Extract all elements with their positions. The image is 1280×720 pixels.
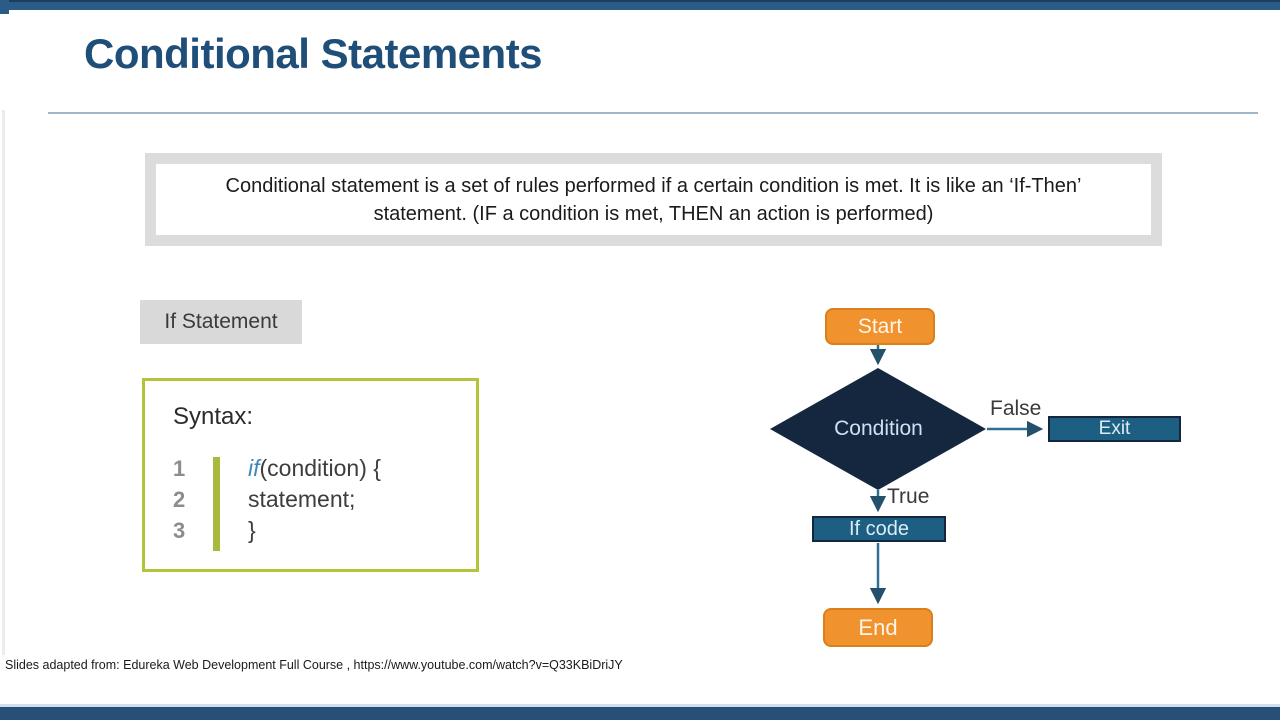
- code-rest: (condition) {: [259, 455, 381, 481]
- bottom-video-bar: [0, 707, 1280, 720]
- code-gutter-bar: [213, 457, 220, 551]
- flowchart-exit-node: Exit: [1048, 416, 1181, 442]
- code-line: 2 statement;: [145, 484, 476, 515]
- code-area: 1 if(condition) { 2 statement; 3 }: [145, 453, 476, 546]
- bottom-bar-highlight: [0, 704, 1280, 707]
- flowchart-condition-label: Condition: [834, 417, 923, 440]
- code-line: 1 if(condition) {: [145, 453, 476, 484]
- if-statement-label: If Statement: [140, 300, 302, 344]
- title-underline: [48, 112, 1258, 114]
- code-line: 3 }: [145, 515, 476, 546]
- description-box: Conditional statement is a set of rules …: [145, 153, 1162, 246]
- top-bar-notch: [0, 0, 9, 14]
- footer-caption: Slides adapted from: Edureka Web Develop…: [5, 658, 623, 672]
- flowchart-end-node: End: [823, 608, 933, 647]
- line-number: 3: [173, 517, 186, 543]
- code-text: statement;: [189, 486, 355, 513]
- code-rest: }: [248, 517, 256, 543]
- description-text: Conditional statement is a set of rules …: [225, 174, 1082, 225]
- code-rest: statement;: [248, 486, 356, 512]
- flowchart-ifcode-node: If code: [812, 516, 946, 542]
- page-title: Conditional Statements: [84, 30, 543, 77]
- syntax-box: Syntax: 1 if(condition) { 2 statement; 3…: [142, 378, 479, 572]
- flowchart-start-node: Start: [825, 308, 935, 345]
- line-number: 2: [173, 486, 186, 512]
- code-text: if(condition) {: [189, 455, 381, 482]
- true-edge-label: True: [887, 485, 930, 508]
- line-number: 1: [173, 455, 186, 481]
- keyword-if: if: [248, 455, 260, 481]
- false-edge-label: False: [990, 397, 1042, 420]
- code-text: }: [189, 517, 256, 544]
- top-video-bar: [0, 0, 1280, 10]
- syntax-heading: Syntax:: [173, 403, 254, 430]
- slide-left-edge: [2, 110, 5, 655]
